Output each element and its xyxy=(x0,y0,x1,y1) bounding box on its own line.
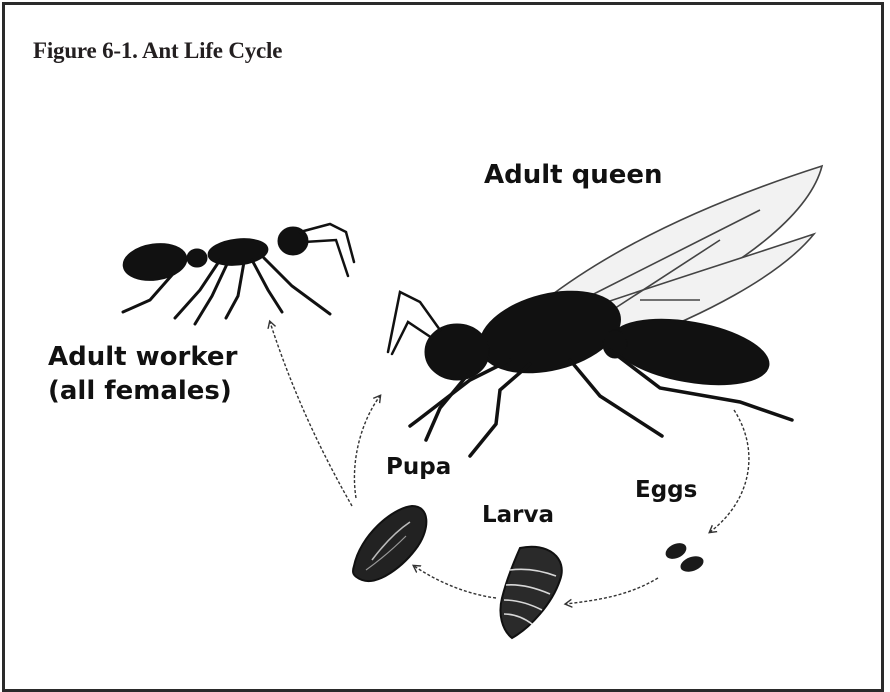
label-adult-worker: Adult worker (all females) xyxy=(48,340,237,408)
pupa-illustration xyxy=(353,506,426,581)
label-pupa: Pupa xyxy=(386,454,451,480)
arrow-pupa-to-worker xyxy=(270,322,352,506)
label-larva: Larva xyxy=(482,502,554,528)
arrow-larva-to-pupa xyxy=(414,566,496,598)
queen-head xyxy=(425,324,489,380)
egg-2 xyxy=(678,553,705,574)
label-adult-queen: Adult queen xyxy=(484,160,663,190)
queen-ant-illustration xyxy=(388,166,822,456)
eggs-illustration xyxy=(663,540,706,575)
larva-illustration xyxy=(500,547,561,638)
arrow-queen-to-eggs xyxy=(710,410,749,532)
worker-gaster xyxy=(121,240,189,285)
worker-antennae xyxy=(300,224,354,276)
worker-petiole xyxy=(187,249,207,267)
arrow-eggs-to-larva xyxy=(566,578,658,604)
label-adult-worker-line1: Adult worker xyxy=(48,340,237,374)
label-adult-worker-line2: (all females) xyxy=(48,374,237,408)
egg-1 xyxy=(663,540,689,562)
label-eggs: Eggs xyxy=(635,477,697,503)
arrow-pupa-to-queen xyxy=(354,396,380,498)
worker-ant-illustration xyxy=(121,224,354,324)
